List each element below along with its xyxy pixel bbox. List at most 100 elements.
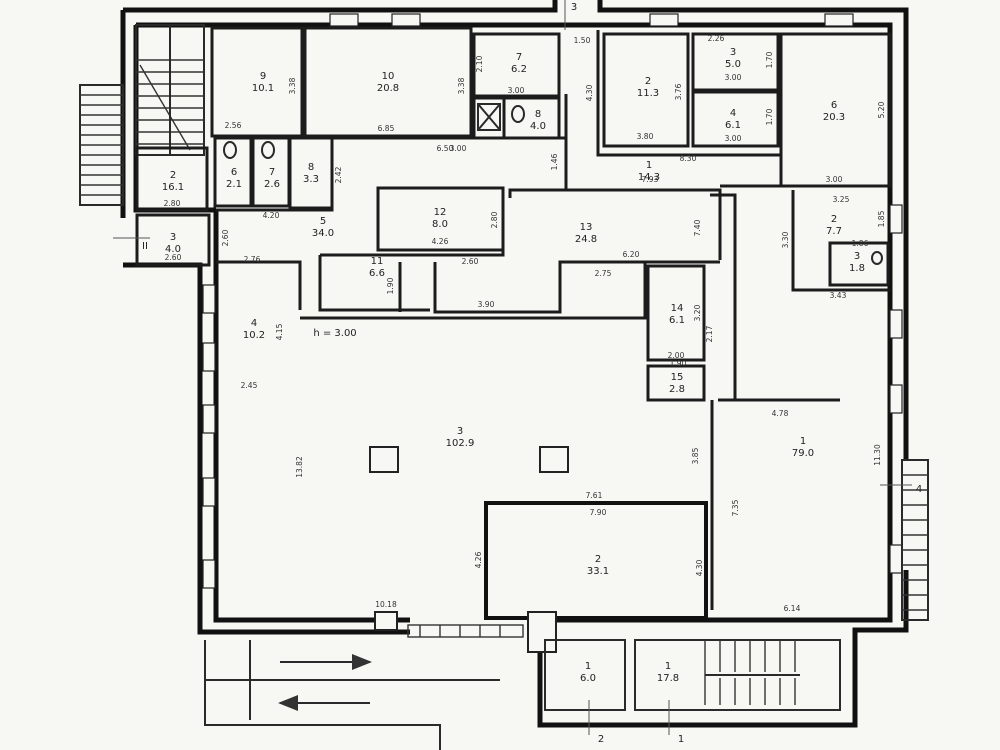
room-number: 2 (645, 76, 651, 87)
room-area: 20.3 (823, 112, 845, 123)
room-number: 8 (535, 109, 541, 120)
room-number: 13 (580, 222, 593, 233)
dimension: 3.00 (450, 144, 467, 153)
room-label: 1 79.0 (792, 436, 814, 459)
room-number: 12 (434, 207, 447, 218)
dimension: 2.80 (490, 211, 499, 228)
room-label: 7 6.2 (511, 52, 527, 75)
interior-walls (135, 26, 892, 653)
dimension: 1.46 (550, 153, 559, 170)
room-label: 1 17.8 (657, 661, 679, 684)
dimension: 5.20 (877, 101, 886, 118)
room-label: 2 7.7 (826, 214, 842, 237)
room-label: 8 3.3 (303, 162, 319, 185)
room-number: 1 (646, 160, 652, 171)
room-area: 102.9 (446, 438, 475, 449)
room-area: 1.8 (849, 263, 865, 274)
dimension: 1.70 (765, 108, 774, 125)
dimension: 3.20 (693, 304, 702, 321)
room-number: 3 (170, 232, 176, 243)
room-label: 11 6.6 (369, 256, 385, 279)
dimension: 2.56 (225, 121, 242, 130)
dimension: 4.78 (772, 409, 789, 418)
room-area: 8.0 (432, 219, 448, 230)
dimension: 3.38 (457, 77, 466, 94)
room-label: 3 1.8 (849, 251, 865, 274)
dimension-labels: 2.56 3.38 6.85 3.38 2.10 3.00 1.50 4.30 … (164, 34, 886, 613)
room-number: 4 (730, 108, 736, 119)
room-area: 34.0 (312, 228, 334, 239)
room-number: 6 (231, 167, 237, 178)
dimension: 6.85 (378, 124, 395, 133)
room-area: 6.0 (580, 673, 596, 684)
room-label: 9 10.1 (252, 71, 274, 94)
dimension: 2.17 (705, 325, 714, 342)
dimension: 3.90 (478, 300, 495, 309)
room-area: 17.8 (657, 673, 679, 684)
dimension: 2.42 (334, 166, 343, 183)
dimension: 4.15 (275, 323, 284, 340)
room-label: 6 20.3 (823, 100, 845, 123)
dimension: 1.86 (852, 239, 869, 248)
room-label: 2 11.3 (637, 76, 659, 99)
room-label: 7 2.6 (264, 167, 280, 190)
room-number: 6 (831, 100, 837, 111)
dimension: 3.38 (288, 77, 297, 94)
room-area: 2.8 (669, 384, 685, 395)
room-area: 6.6 (369, 268, 385, 279)
room-label: 6 2.1 (226, 167, 242, 190)
section-mark: 1 (678, 734, 684, 745)
dimension: 1.50 (574, 36, 591, 45)
dimension: 4.30 (695, 559, 704, 576)
room-number: 3 (854, 251, 860, 262)
room-labels: 9 10.1 10 20.8 7 6.2 8 4.0 2 11.3 3 5.0 … (162, 47, 865, 684)
dimension: 3.43 (830, 291, 847, 300)
dimension: 2.45 (241, 381, 258, 390)
dimension: 1.90 (670, 359, 687, 368)
room-label: 13 24.8 (575, 222, 597, 245)
room-number: 7 (269, 167, 275, 178)
dimension: 3.30 (781, 231, 790, 248)
room-number: 1 (800, 436, 806, 447)
room-number: 3 (730, 47, 736, 58)
room-area: 6.2 (511, 64, 527, 75)
room-area: 4.0 (530, 121, 546, 132)
dimension: 3.80 (637, 132, 654, 141)
dimension: 3.00 (725, 73, 742, 82)
room-area: 24.8 (575, 234, 597, 245)
dimension: 2.60 (165, 253, 182, 262)
sanitary-fixtures (223, 103, 883, 265)
bottom-annex (204, 624, 841, 750)
room-number: 9 (260, 71, 266, 82)
dimension: 6.50 (437, 144, 454, 153)
room-label: 1 14.3 (638, 160, 660, 183)
external-stairs (79, 84, 929, 621)
dimension: 4.26 (432, 237, 449, 246)
dimension: 4.30 (585, 84, 594, 101)
dimension: 2.26 (708, 34, 725, 43)
dimension: 10.18 (375, 600, 397, 609)
room-label: 10 20.8 (377, 71, 399, 94)
dimension: 2.00 (668, 351, 685, 360)
room-area: 16.1 (162, 182, 184, 193)
room-number: 2 (170, 170, 176, 181)
room-number: 2 (831, 214, 837, 225)
dimension: 2.10 (475, 55, 484, 72)
dimension: 1.90 (386, 277, 395, 294)
dimension: 7.35 (731, 499, 740, 516)
dimension: 1.85 (877, 210, 886, 227)
room-label: 2 33.1 (587, 554, 609, 577)
room-number: 10 (382, 71, 395, 82)
dimension: 7.40 (693, 219, 702, 236)
room-number: 4 (251, 318, 257, 329)
room-number: 1 (665, 661, 671, 672)
dimension: 4.20 (263, 211, 280, 220)
room-label: 8 4.0 (530, 109, 546, 132)
section-mark: 2 (598, 734, 604, 745)
room-number: 15 (671, 372, 684, 383)
room-area: 14.3 (638, 172, 660, 183)
dimension: 6.20 (623, 250, 640, 259)
room-label: 15 2.8 (669, 372, 685, 395)
dimension: 2.76 (244, 255, 261, 264)
